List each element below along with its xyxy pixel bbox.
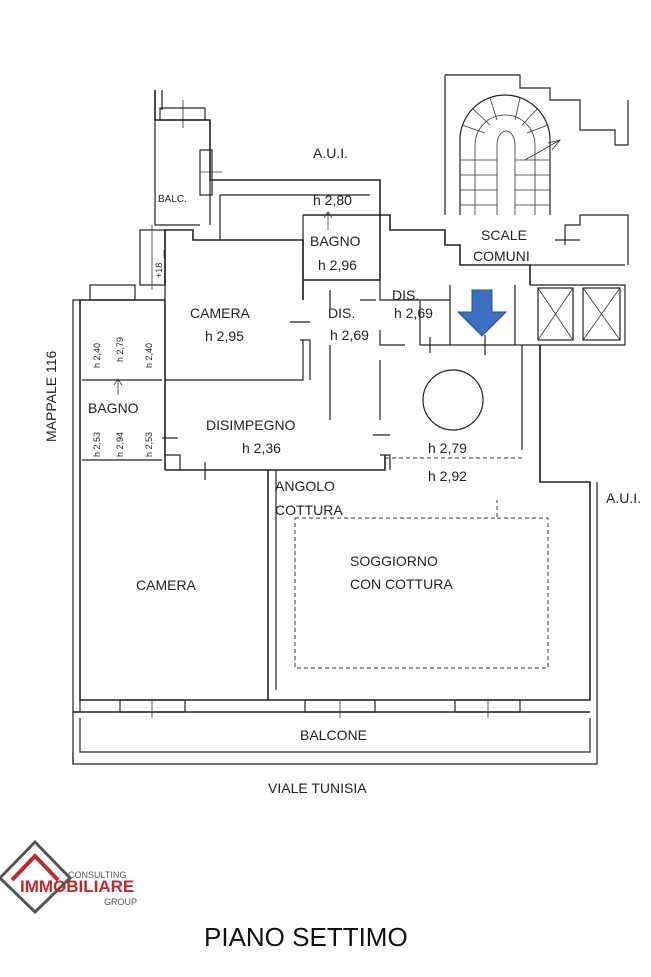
- disimpegno-label: DISIMPEGNO: [206, 417, 296, 433]
- balc-small-label: BALC.: [158, 194, 187, 205]
- step-arrows: [113, 211, 333, 395]
- street-label: VIALE TUNISIA: [268, 780, 367, 796]
- bagno-left-label: BAGNO: [88, 400, 139, 416]
- logo-line2: IMMOBILIARE: [20, 877, 134, 896]
- company-logo: CONSULTING IMMOBILIARE GROUP: [0, 839, 137, 915]
- height-253a-label: h 2,53: [92, 432, 102, 457]
- camera-top-height: h 2,95: [205, 328, 244, 344]
- door-marks: [162, 290, 486, 480]
- logo-line1: CONSULTING: [68, 870, 126, 880]
- round-column: [422, 369, 484, 431]
- height-294-label: h 2,94: [115, 432, 125, 457]
- dashed-lines: [294, 457, 549, 669]
- dis-2-height: h 2,69: [394, 305, 433, 321]
- angolo-label: ANGOLO: [275, 478, 335, 494]
- aui-right-label: A.U.I.: [606, 490, 641, 506]
- floor-title: PIANO SETTIMO: [204, 922, 408, 952]
- bagno-top-height-b: h 2,96: [318, 257, 357, 273]
- height-279b-label: h 2,79: [115, 337, 125, 362]
- balcone-label: BALCONE: [300, 727, 367, 743]
- scale-label: SCALE: [481, 227, 527, 243]
- height-253b-label: h 2,53: [144, 432, 154, 457]
- disimpegno-height: h 2,36: [242, 440, 281, 456]
- dis-1-label: DIS.: [328, 305, 355, 321]
- mappale-label: MAPPALE 116: [43, 350, 59, 442]
- bagno-top-label: BAGNO: [310, 233, 361, 249]
- cottura-label: COTTURA: [275, 502, 343, 518]
- entrance-arrow-icon: [456, 289, 508, 337]
- soggiorno-label: SOGGIORNO: [350, 553, 438, 569]
- room-labels: A.U.I. h 2,80 BAGNO h 2,96 BALC. CAMERA …: [43, 145, 641, 796]
- dis-2-label: DIS.: [392, 287, 419, 303]
- logo-diamond-outer-icon: [0, 839, 73, 915]
- step-18-label: +18: [154, 263, 164, 278]
- comuni-label: COMUNI: [473, 248, 530, 264]
- outer-walls: [72, 74, 629, 765]
- dis-1-height: h 2,69: [330, 327, 369, 343]
- logo-roof-icon: [10, 853, 60, 882]
- elevator-shafts: [537, 287, 621, 341]
- bagno-top-height-a: h 2,80: [313, 192, 352, 208]
- height-279-label: h 2,79: [428, 440, 467, 456]
- height-292-label: h 2,92: [428, 468, 467, 484]
- camera-top-label: CAMERA: [190, 305, 251, 321]
- camera-bottom-label: CAMERA: [136, 577, 197, 593]
- height-240b-label: h 2,40: [144, 343, 154, 368]
- height-240a-label: h 2,40: [92, 343, 102, 368]
- windows: [89, 100, 521, 718]
- spiral-staircase: [459, 94, 562, 215]
- logo-line3: GROUP: [104, 897, 137, 907]
- con-cottura-label: CON COTTURA: [350, 576, 453, 592]
- aui-top-label: A.U.I.: [313, 145, 348, 161]
